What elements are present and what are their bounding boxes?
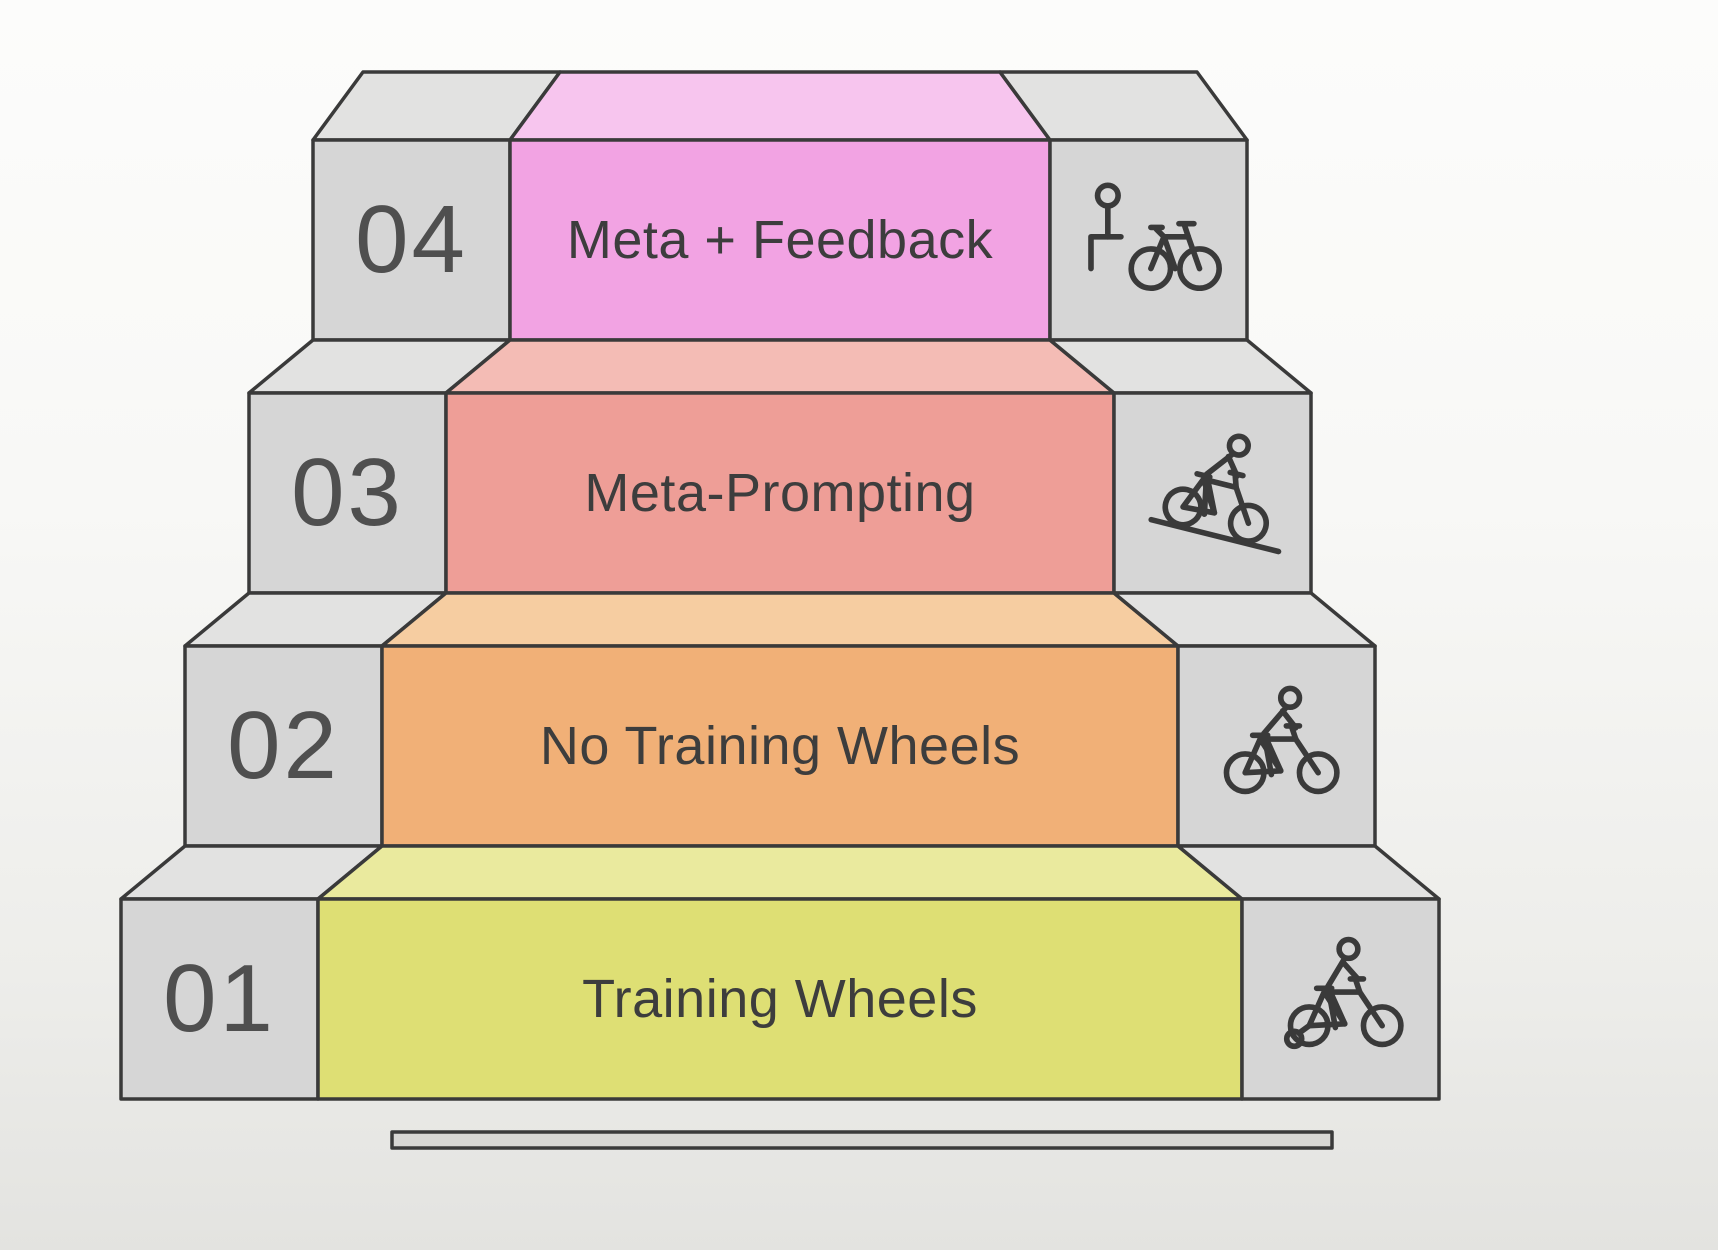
floor-edge bbox=[390, 1130, 1334, 1150]
step-3-number: 03 bbox=[291, 439, 404, 546]
step-4-number: 04 bbox=[355, 186, 468, 293]
step-1-label: Training Wheels bbox=[582, 969, 978, 1029]
step-1-number: 01 bbox=[163, 945, 276, 1052]
step-3-icon-box bbox=[1114, 393, 1311, 593]
step-3-label: Meta-Prompting bbox=[584, 463, 976, 523]
step-1-icon-box bbox=[1242, 899, 1439, 1099]
step-4-icon-box bbox=[1050, 140, 1247, 340]
step-1-right-cap-front bbox=[1240, 897, 1441, 1101]
step-4-top-face bbox=[508, 70, 1052, 142]
step-1-top-face bbox=[316, 844, 1244, 901]
step-4-label: Meta + Feedback bbox=[566, 210, 994, 270]
cyclist-downhill-icon bbox=[1147, 432, 1281, 554]
step-2-icon-box bbox=[1178, 646, 1375, 846]
step-3-top-face bbox=[444, 338, 1116, 395]
person-with-parked-bike-icon bbox=[1087, 181, 1222, 291]
cyclist-riding-icon bbox=[1223, 685, 1340, 794]
step-2-number: 02 bbox=[227, 692, 340, 799]
step-2-top-face bbox=[380, 591, 1180, 648]
step-2-label: No Training Wheels bbox=[539, 716, 1021, 776]
cyclist-with-training-wheels-icon bbox=[1283, 936, 1404, 1049]
